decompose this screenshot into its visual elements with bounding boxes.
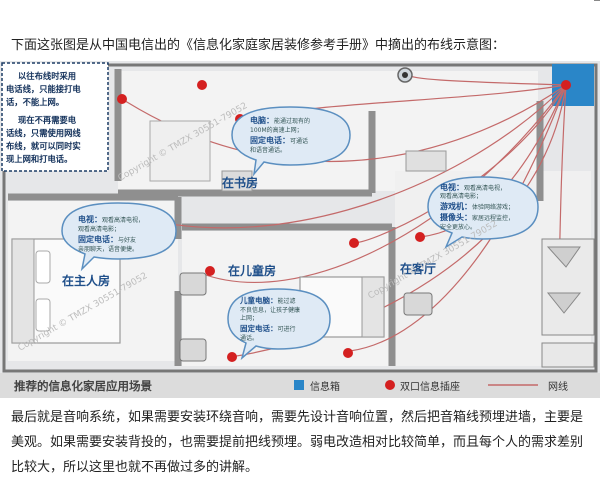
- note-line: 话线，只需使用网线: [6, 128, 81, 138]
- bubble-text: 和语音通话。: [250, 146, 286, 154]
- bubble-title: 固定电话：与好友: [78, 234, 136, 244]
- bubble-text: 亲朋聊天，语音便捷。: [78, 245, 138, 253]
- study-bubble: 电脑：能通过现有的 100M的高速上网； 固定电话：可通话 和语音通话。: [231, 106, 351, 177]
- legend-info-box-label: 信息箱: [310, 380, 340, 393]
- legend-cable-label: 网线: [548, 380, 568, 393]
- socket-dot: [227, 352, 237, 362]
- note-line: 现在不再需要电: [18, 115, 77, 125]
- room-label-study: 在书房: [222, 175, 258, 190]
- living-bubble: 电视：观看高清电视， 观看高清电影； 游戏机：体验网络游戏； 摄像头：家居远程监…: [427, 176, 539, 249]
- bubble-text: 上网；: [240, 314, 258, 322]
- bubble-title: 电视：观看高清电视，: [440, 182, 506, 192]
- wiring-diagram: 以往布线时采用 电话线，只能接打电 话，不能上网。 现在不再需要电 话线，只需使…: [0, 61, 600, 398]
- bubble-title: 固定电话：可通话: [250, 135, 308, 145]
- socket-dot: [205, 266, 215, 276]
- socket-dot: [343, 348, 353, 358]
- bubble-title: 摄像头：家居远程监控，: [440, 212, 514, 222]
- note-line: 话，不能上网。: [6, 97, 64, 107]
- legend-socket-icon: [385, 380, 395, 390]
- bubble-text: 观看高清电影；: [440, 192, 482, 200]
- bubble-text: 不良信息，让孩子健康: [240, 306, 300, 314]
- legend-socket-label: 双口信息插座: [400, 380, 460, 393]
- intro-text: 下面这张图是从中国电信出的《信息化家庭家居装修参考手册》中摘出的布线示意图：: [11, 38, 506, 53]
- note-line: 电话线，只能接打电: [6, 84, 81, 94]
- camera-icon: [397, 67, 413, 83]
- bubble-text: 观看高清电影；: [78, 225, 120, 233]
- legend-info-box-icon: [294, 380, 304, 390]
- socket-dot: [415, 232, 425, 242]
- bubble-text: 通话。: [240, 334, 258, 342]
- socket-dot: [349, 238, 359, 248]
- bubble-title: 电视：观看高清电视，: [78, 214, 144, 224]
- legend-title: 推荐的信息化家居应用场景: [14, 379, 152, 393]
- top-edge: [0, 0, 600, 10]
- room-label-master: 在主人房: [62, 273, 110, 288]
- socket-dot: [197, 80, 207, 90]
- bubble-text: 100M的高速上网；: [250, 126, 303, 134]
- bubble-title: 游戏机：体验网络游戏；: [440, 201, 514, 211]
- body-paragraph: 最后就是音响系统，如果需要安装环绕音响，需要先设计音响位置，然后把音箱线预埋进墙…: [11, 410, 584, 475]
- top-divider: [594, 0, 600, 1]
- note-box: 以往布线时采用 电话线，只能接打电 话，不能上网。 现在不再需要电 话线，只需使…: [1, 62, 109, 172]
- desk-icon: [149, 120, 447, 192]
- socket-dot: [561, 80, 571, 90]
- sofa-icon: [541, 238, 595, 368]
- tv-stand-icon: [179, 272, 433, 362]
- master-bubble: 电视：观看高清电视， 观看高清电影； 固定电话：与好友 亲朋聊天，语音便捷。: [61, 202, 177, 272]
- kids-bubble: 儿童电脑：能过滤 不良信息，让孩子健康 上网； 固定电话：可进行 通话。: [227, 288, 331, 361]
- note-line: 以往布线时采用: [18, 71, 76, 81]
- note-line: 布线，就可以同时实: [6, 141, 81, 151]
- bubble-text: 安全更放心。: [440, 223, 476, 231]
- bubble-title: 儿童电脑：能过滤: [239, 295, 296, 305]
- wiring-figure: 以往布线时采用 电话线，只能接打电 话，不能上网。 现在不再需要电 话线，只需使…: [0, 61, 600, 398]
- note-line: 现上网和打电话。: [6, 154, 72, 164]
- bubble-title: 电脑：能通过现有的: [250, 115, 310, 125]
- socket-dot: [117, 94, 127, 104]
- room-label-kids: 在儿童房: [228, 263, 276, 278]
- bubble-title: 固定电话：可进行: [240, 323, 296, 333]
- outer-wall: [2, 63, 598, 373]
- room-label-living: 在客厅: [400, 261, 436, 276]
